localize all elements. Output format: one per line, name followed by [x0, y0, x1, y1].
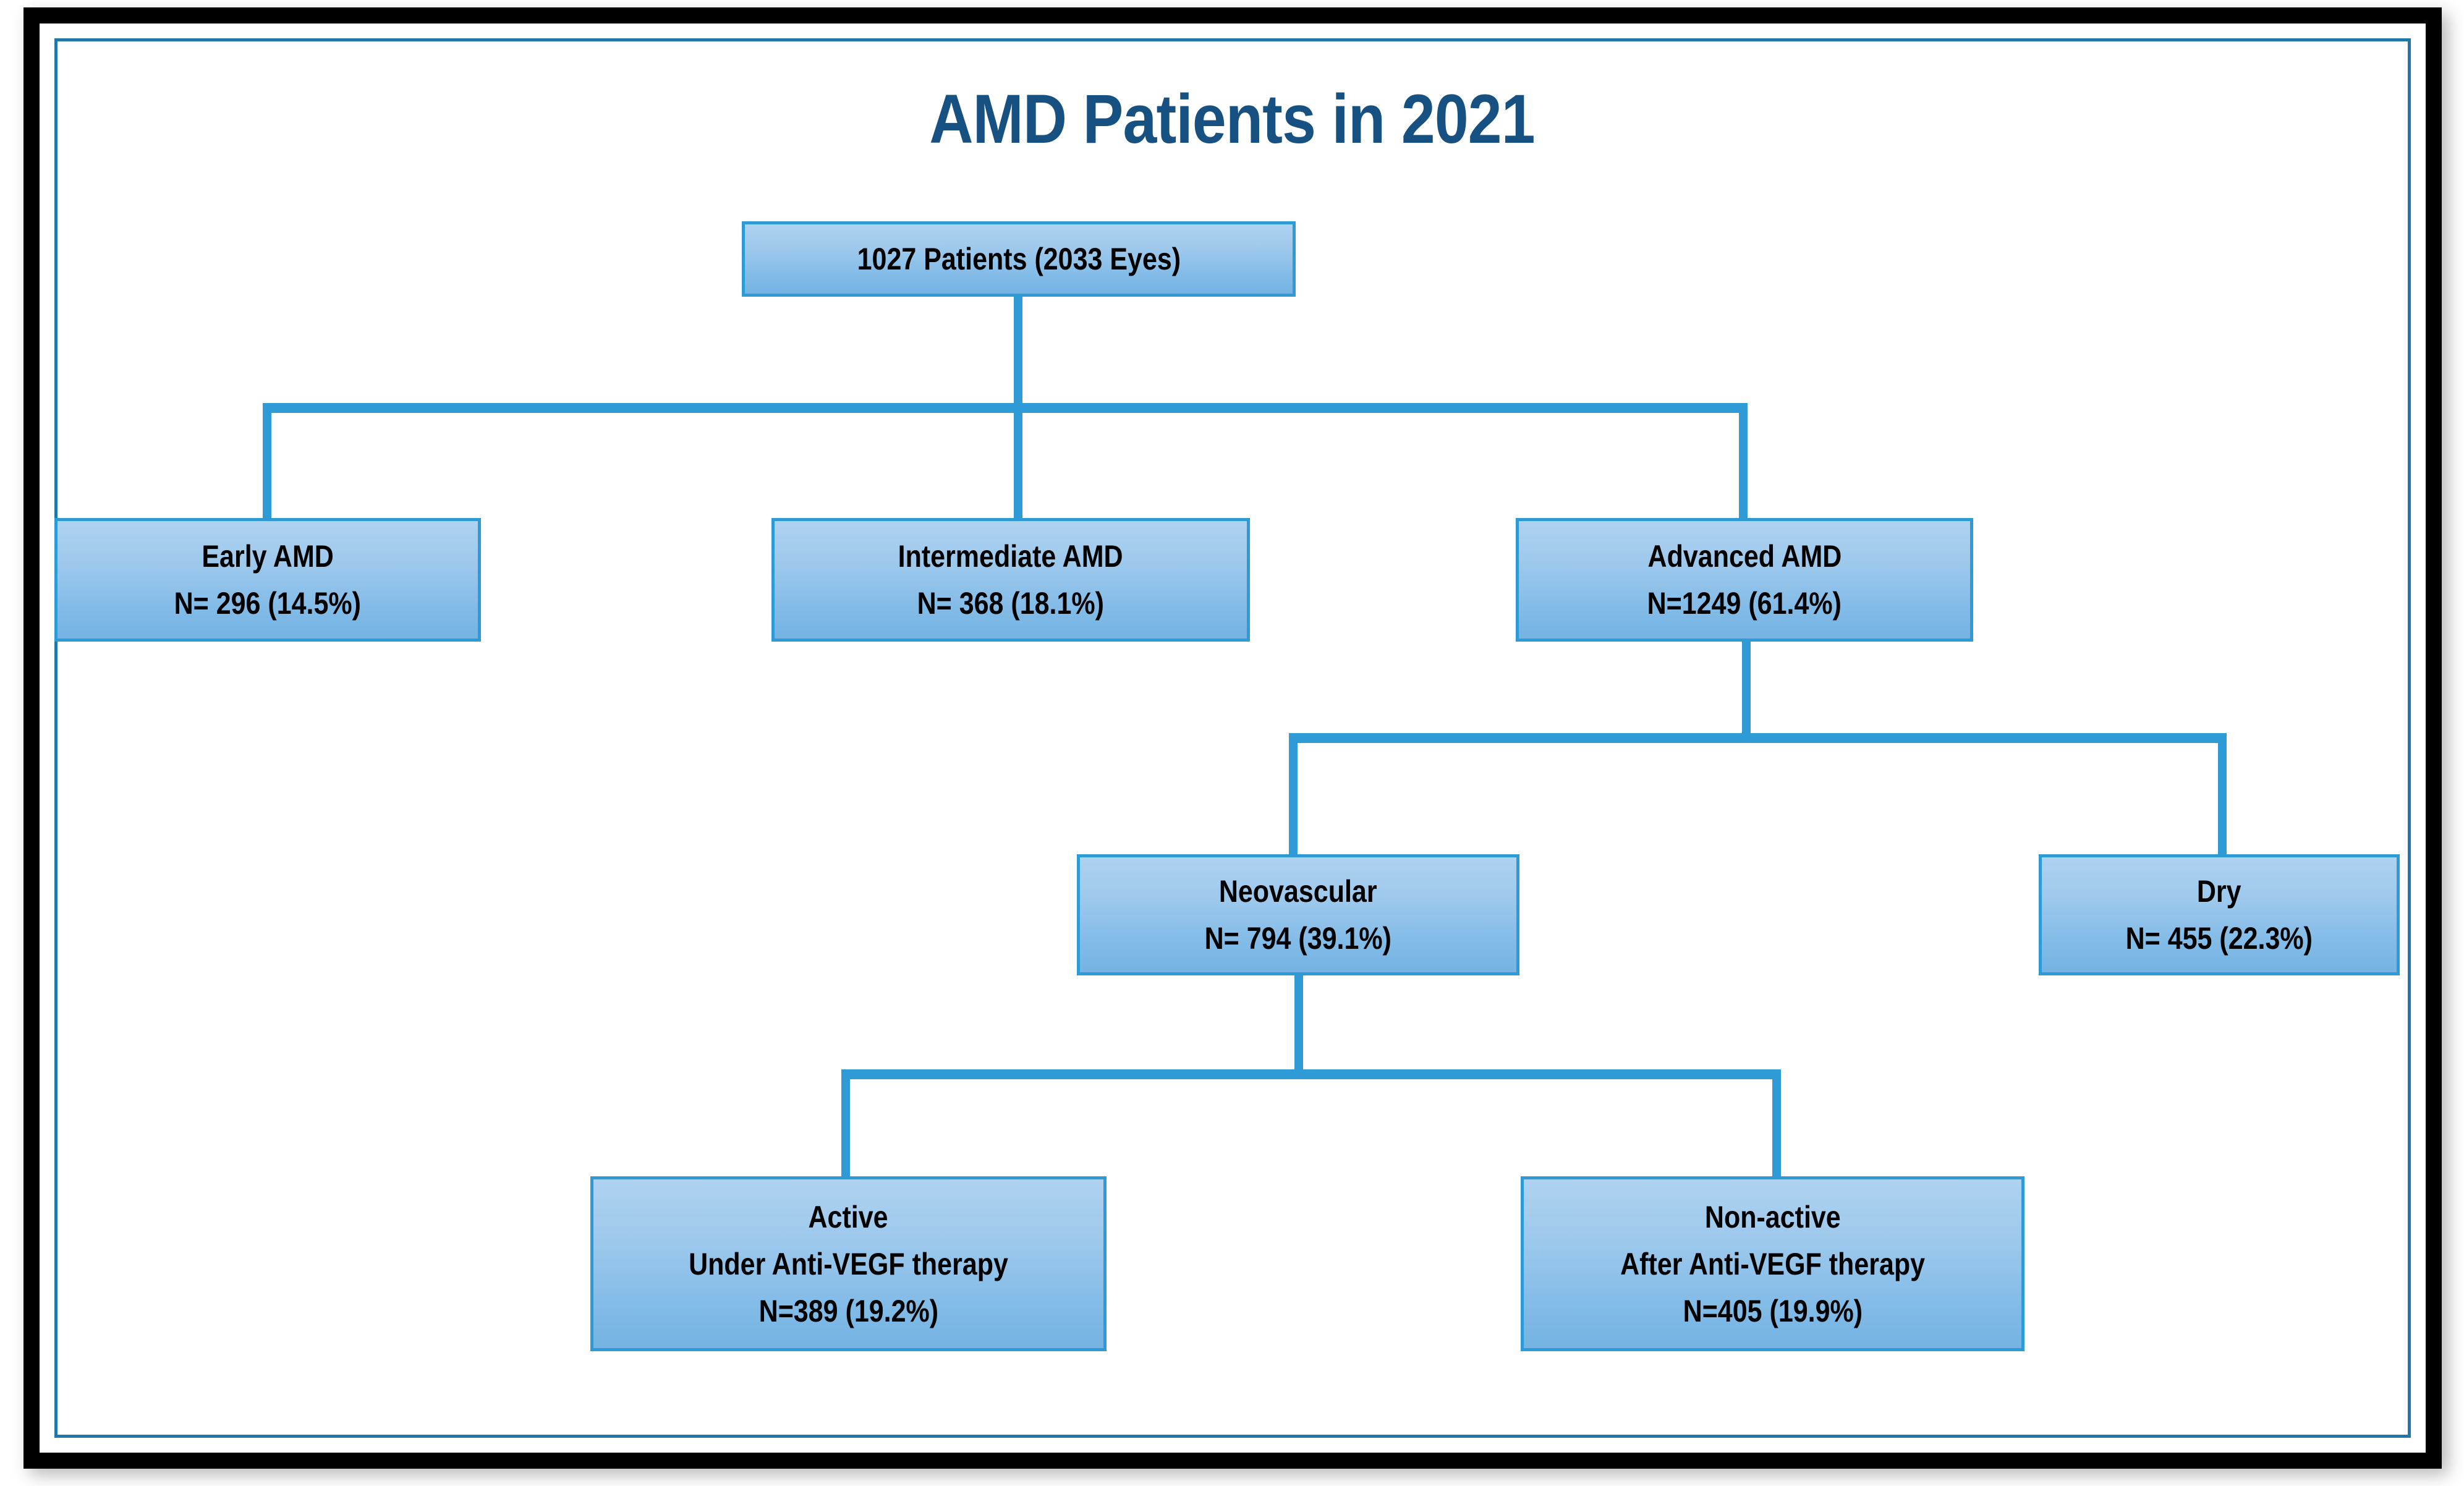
node-advanced-amd-count: N=1249 (61.4%) [1647, 586, 1842, 621]
connector-neovascular-bus [841, 1069, 1781, 1079]
node-advanced-amd-label: Advanced AMD [1647, 539, 1842, 574]
node-dry[interactable]: Dry N= 455 (22.3%) [2039, 854, 2400, 975]
node-active-therapy-detail: Under Anti-VEGF therapy [689, 1246, 1008, 1281]
node-early-amd[interactable]: Early AMD N= 296 (14.5%) [54, 518, 481, 642]
connector-neovascular-to-nonactive [1772, 1069, 1781, 1181]
node-dry-label: Dry [2197, 874, 2241, 909]
node-neovascular-label: Neovascular [1219, 874, 1377, 909]
node-nonactive-therapy-count: N=405 (19.9%) [1683, 1293, 1863, 1328]
node-nonactive-therapy-detail: After Anti-VEGF therapy [1620, 1246, 1925, 1281]
node-dry-count: N= 455 (22.3%) [2125, 921, 2313, 956]
node-active-therapy-label: Active [808, 1199, 889, 1234]
connector-root-to-intermediate [1014, 403, 1022, 522]
connector-root-stem [1014, 295, 1022, 407]
node-total-patients[interactable]: 1027 Patients (2033 Eyes) [742, 221, 1296, 297]
node-early-amd-count: N= 296 (14.5%) [174, 586, 362, 621]
node-active-therapy-count: N=389 (19.2%) [758, 1293, 938, 1328]
node-intermediate-amd-count: N= 368 (18.1%) [917, 586, 1105, 621]
node-active-therapy[interactable]: Active Under Anti-VEGF therapy N=389 (19… [590, 1176, 1107, 1351]
connector-advanced-stem [1742, 642, 1751, 741]
node-nonactive-therapy-label: Non-active [1704, 1199, 1841, 1234]
node-advanced-amd[interactable]: Advanced AMD N=1249 (61.4%) [1516, 518, 1973, 642]
node-early-amd-label: Early AMD [202, 539, 334, 574]
connector-advanced-bus [1289, 733, 2227, 743]
connector-advanced-to-neovascular [1289, 733, 1298, 858]
connector-root-bus [263, 403, 1748, 413]
node-nonactive-therapy[interactable]: Non-active After Anti-VEGF therapy N=405… [1521, 1176, 2024, 1351]
connector-root-to-early [263, 403, 271, 522]
connector-neovascular-stem [1294, 975, 1303, 1074]
node-neovascular-count: N= 794 (39.1%) [1204, 921, 1392, 956]
node-neovascular[interactable]: Neovascular N= 794 (39.1%) [1077, 854, 1519, 975]
node-intermediate-amd[interactable]: Intermediate AMD N= 368 (18.1%) [771, 518, 1250, 642]
page-title: AMD Patients in 2021 [929, 80, 1535, 158]
node-total-patients-line1: 1027 Patients (2033 Eyes) [857, 242, 1181, 276]
connector-neovascular-to-active [841, 1069, 850, 1181]
connector-advanced-to-dry [2218, 733, 2227, 858]
connector-root-to-advanced [1739, 403, 1748, 522]
node-intermediate-amd-label: Intermediate AMD [898, 539, 1123, 574]
